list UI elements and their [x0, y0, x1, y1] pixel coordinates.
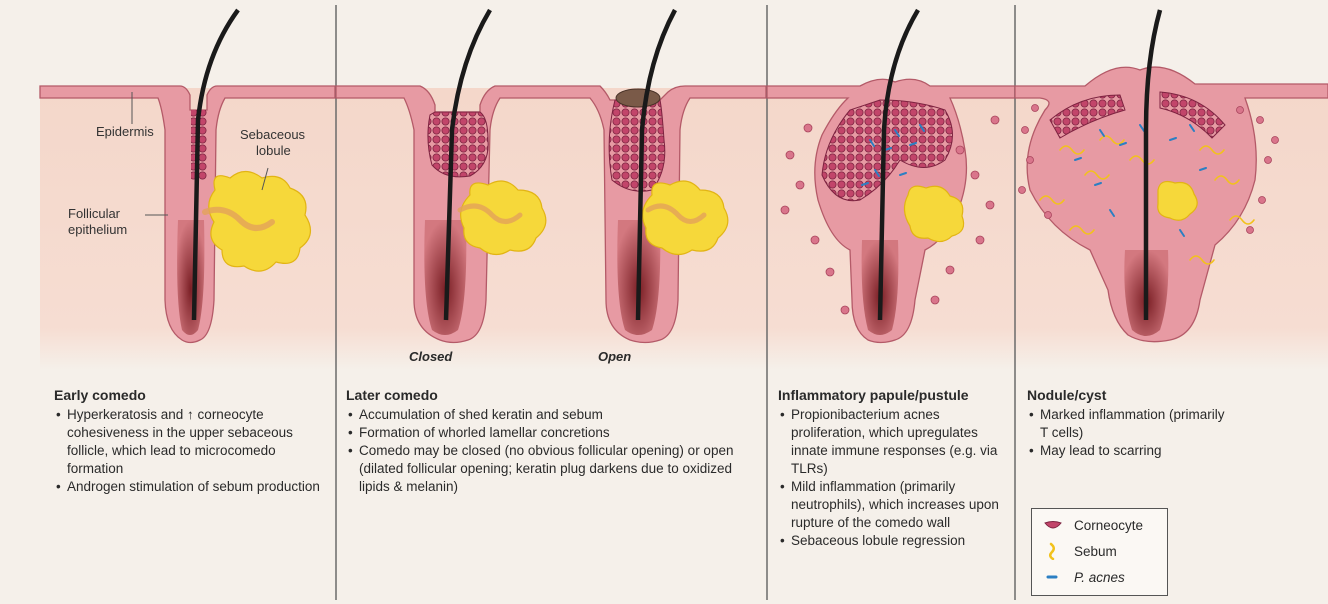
panel-nodule-cyst: Nodule/cyst Marked inflammation (primari… [1027, 386, 1227, 460]
bullet-item: Sebaceous lobule regression [778, 532, 1008, 550]
bullet-item: May lead to scarring [1027, 442, 1227, 460]
legend-item-p-acnes: P. acnes [1042, 567, 1125, 587]
oxidized-keratin-cap [616, 89, 660, 107]
bullet-item: Propionibacterium acnes proliferation, w… [778, 406, 1008, 478]
follicular-epithelium-label-line2: epithelium [68, 222, 127, 238]
bullet-list: Propionibacterium acnes proliferation, w… [778, 406, 1008, 550]
epidermis-label: Epidermis [96, 124, 154, 140]
legend-label: P. acnes [1074, 570, 1125, 585]
legend: Corneocyte Sebum P. acnes [1031, 508, 1168, 596]
panel-title: Inflammatory papule/pustule [778, 386, 1008, 404]
legend-label: Sebum [1074, 544, 1117, 559]
sebum-icon [1042, 542, 1064, 560]
bullet-list: Hyperkeratosis and ↑ corneocyte cohesive… [54, 406, 324, 496]
bullet-list: Accumulation of shed keratin and sebum F… [346, 406, 761, 496]
bullet-item: Hyperkeratosis and ↑ corneocyte cohesive… [54, 406, 324, 478]
follicular-epithelium-label: Follicular epithelium [68, 206, 127, 238]
panel-title: Early comedo [54, 386, 324, 404]
closed-comedo-plug [428, 112, 488, 177]
panel-title: Nodule/cyst [1027, 386, 1227, 404]
open-comedo-label: Open [598, 349, 631, 364]
bullet-list: Marked inflammation (primarily T cells) … [1027, 406, 1227, 460]
follicle-bulb [177, 220, 204, 335]
closed-comedo-label: Closed [409, 349, 452, 364]
epidermis-label-text: Epidermis [96, 124, 154, 139]
panel-early-comedo: Early comedo Hyperkeratosis and ↑ corneo… [54, 386, 324, 496]
bullet-item: Comedo may be closed (no obvious follicu… [346, 442, 761, 496]
legend-item-sebum: Sebum [1042, 541, 1117, 561]
bullet-item: Formation of whorled lamellar concretion… [346, 424, 761, 442]
bullet-item: Marked inflammation (primarily T cells) [1027, 406, 1227, 442]
bullet-item: Mild inflammation (primarily neutrophils… [778, 478, 1008, 532]
corneocyte-icon [1042, 516, 1064, 534]
sebaceous-lobule-label-line1: Sebaceous [240, 127, 305, 143]
follicular-epithelium-label-line1: Follicular [68, 206, 127, 222]
legend-label: Corneocyte [1074, 518, 1143, 533]
bullet-item: Androgen stimulation of sebum production [54, 478, 324, 496]
p-acnes-icon [1042, 568, 1064, 586]
panel-later-comedo: Later comedo Accumulation of shed kerati… [346, 386, 761, 496]
bullet-item: Accumulation of shed keratin and sebum [346, 406, 761, 424]
panel-title: Later comedo [346, 386, 761, 404]
panel-papule-pustule: Inflammatory papule/pustule Propionibact… [778, 386, 1008, 550]
open-comedo-plug [609, 100, 665, 191]
sebaceous-lobule-label: Sebaceous lobule [240, 127, 305, 159]
sebaceous-lobule-label-line2: lobule [240, 143, 305, 159]
legend-item-corneocyte: Corneocyte [1042, 515, 1143, 535]
